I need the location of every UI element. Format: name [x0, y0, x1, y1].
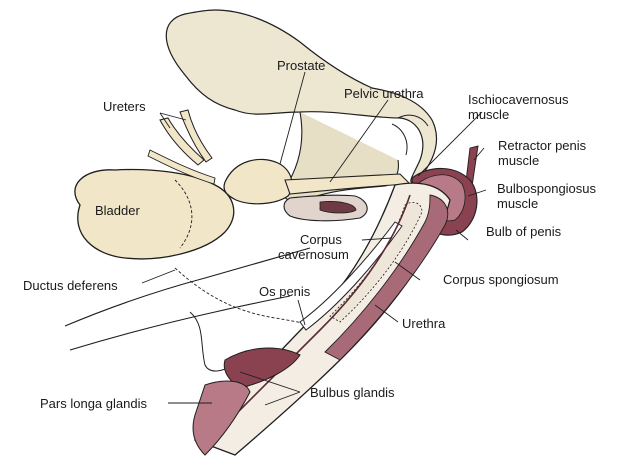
corpus-spongiosum-shape	[324, 194, 449, 361]
pelvic-bone	[165, 9, 438, 183]
label-corpus-cavernosum-line2: cavernosum	[278, 247, 349, 262]
label-retractor-penis-line1: Retractor penis	[498, 138, 587, 153]
pelvic-bone-rim	[391, 114, 429, 156]
label-bulbospongiosus-line2: muscle	[497, 196, 539, 211]
label-urethra: Urethra	[402, 316, 446, 331]
label-corpus-spongiosum: Corpus spongiosum	[443, 272, 559, 287]
label-bladder: Bladder	[95, 203, 140, 218]
ductus-deferens-tube	[147, 149, 216, 185]
ischiocavernosus-inner	[319, 201, 357, 214]
bladder-neck-dashed	[174, 179, 193, 249]
bladder-shape	[74, 168, 235, 260]
leader-lines	[141, 71, 487, 406]
label-ischiocavernosus-line2: muscle	[468, 107, 510, 122]
ureter-right	[179, 109, 213, 163]
pars-longa-glandis-shape	[192, 380, 251, 456]
prostate-shape	[223, 158, 293, 205]
label-pars-longa-glandis: Pars longa glandis	[40, 396, 147, 411]
label-pelvic-urethra: Pelvic urethra	[344, 86, 424, 101]
label-ductus-deferens: Ductus deferens	[23, 278, 118, 293]
label-bulb-of-penis: Bulb of penis	[486, 224, 562, 239]
label-corpus-cavernosum-line1: Corpus	[300, 232, 342, 247]
body-wall	[64, 247, 311, 351]
label-ureters: Ureters	[103, 99, 146, 114]
label-prostate: Prostate	[277, 58, 326, 73]
os-penis-shape	[299, 221, 403, 331]
urethra-line	[214, 194, 411, 436]
label-bulbospongiosus-line1: Bulbospongiosus	[497, 181, 597, 196]
label-bulbus-glandis: Bulbus glandis	[310, 385, 395, 400]
label-os-penis: Os penis	[259, 284, 311, 299]
label-retractor-penis-line2: muscle	[498, 153, 540, 168]
bulbus-glandis-shape	[223, 347, 301, 389]
label-ischiocavernosus-line1: Ischiocavernosus	[468, 92, 569, 107]
